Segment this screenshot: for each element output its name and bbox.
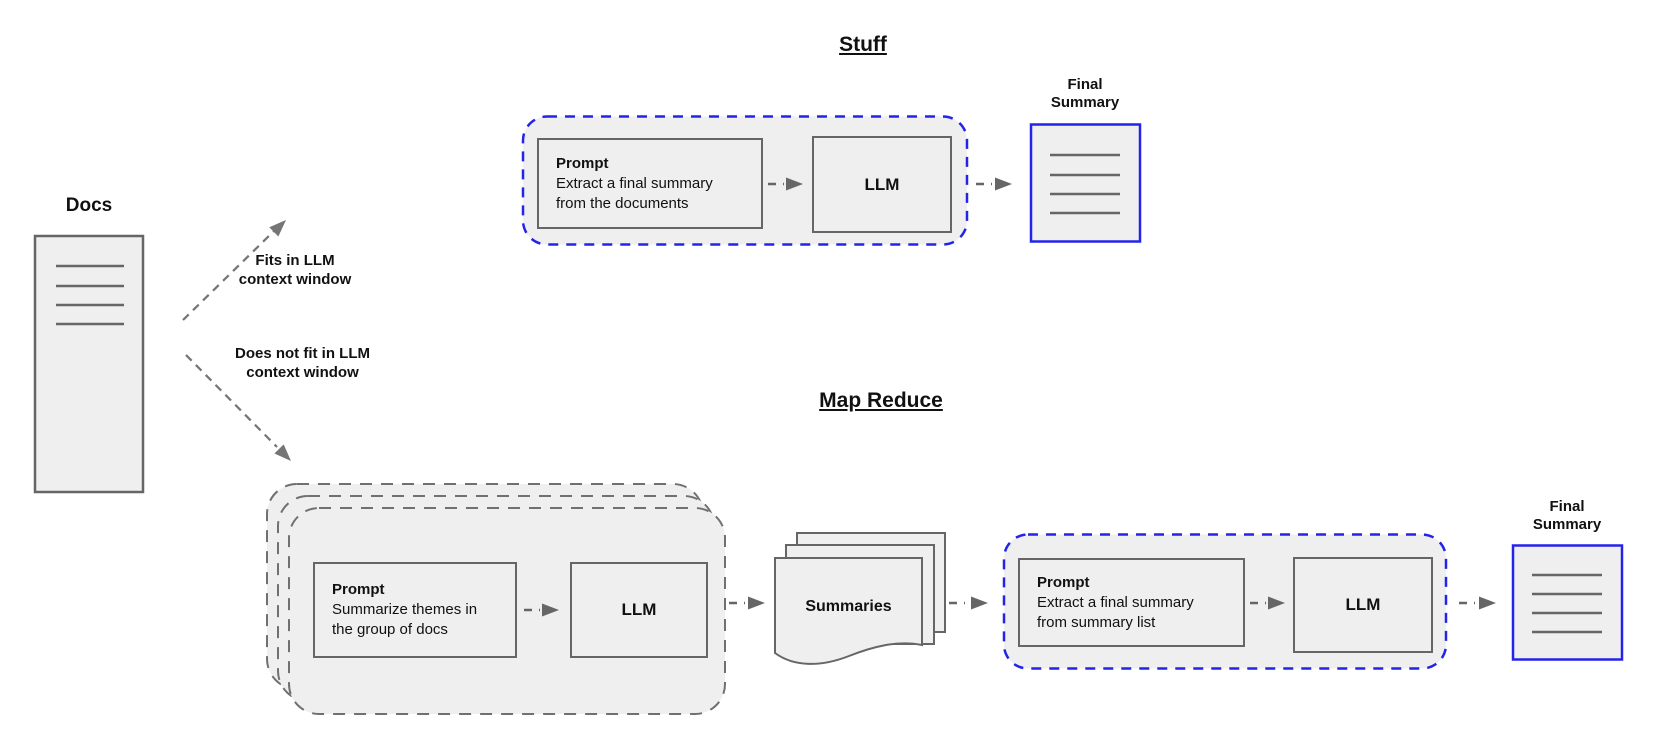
summaries-to-reduce-arrow: [949, 596, 988, 610]
fits-in-context-label: Fits in LLM context window: [220, 251, 370, 289]
stuff-prompt-box: Prompt Extract a final summary from the …: [537, 138, 763, 229]
map-prompt-box: Prompt Summarize themes in the group of …: [313, 562, 517, 658]
reduce-prompt-to-llm-arrow: [1250, 596, 1285, 610]
docs-document-icon: [33, 234, 145, 494]
stuff-prompt-title: Prompt: [556, 154, 609, 172]
reduce-prompt-line1: Extract a final summary: [1037, 593, 1194, 611]
stuff-prompt-line2: from the documents: [556, 194, 689, 212]
fits-arrow: [182, 220, 286, 321]
map-reduce-section-title: Map Reduce: [819, 389, 943, 412]
stuff-section-title: Stuff: [839, 33, 887, 56]
stuff-final-summary-label-line2: Summary: [1050, 94, 1120, 111]
reduce-final-summary-icon: [1511, 544, 1624, 661]
summaries-label: Summaries: [805, 598, 892, 615]
reduce-prompt-line2: from summary list: [1037, 613, 1156, 631]
does-not-fit-label: Does not fit in LLM context window: [210, 344, 395, 382]
map-to-summaries-arrow: [729, 596, 765, 610]
stuff-to-final-summary-arrow: [976, 177, 1012, 191]
docs-label: Docs: [65, 195, 113, 216]
stuff-prompt-line1: Extract a final summary: [556, 174, 713, 192]
reduce-prompt-title: Prompt: [1037, 573, 1090, 591]
does-not-fit-label-line1: Does not fit in LLM: [235, 345, 370, 362]
reduce-llm-box: LLM: [1293, 557, 1433, 653]
does-not-fit-arrow: [185, 354, 291, 461]
map-prompt-to-llm-arrow: [524, 603, 559, 617]
reduce-to-final-summary-arrow: [1459, 596, 1496, 610]
reduce-prompt-box: Prompt Extract a final summary from summ…: [1018, 558, 1245, 647]
map-prompt-line1: Summarize themes in: [332, 601, 478, 618]
stuff-final-summary-label: Final Summary: [1030, 76, 1140, 112]
map-prompt-line2: the group of docs: [332, 621, 448, 638]
map-llm-box: LLM: [570, 562, 708, 658]
reduce-final-summary-label-line1: Final: [1549, 498, 1585, 515]
fits-label-line2: context window: [238, 271, 352, 288]
stuff-final-summary-icon: [1029, 123, 1142, 243]
stuff-final-summary-label-line1: Final: [1067, 76, 1103, 93]
fits-label-line1: Fits in LLM: [255, 252, 335, 269]
reduce-final-summary-label: Final Summary: [1512, 498, 1622, 534]
stuff-llm-box: LLM: [812, 136, 952, 233]
does-not-fit-label-line2: context window: [246, 364, 359, 381]
reduce-final-summary-label-line2: Summary: [1532, 516, 1602, 533]
map-prompt-title: Prompt: [332, 581, 385, 598]
summaries-stack-icon: [774, 532, 946, 665]
stuff-prompt-to-llm-arrow: [768, 177, 803, 191]
